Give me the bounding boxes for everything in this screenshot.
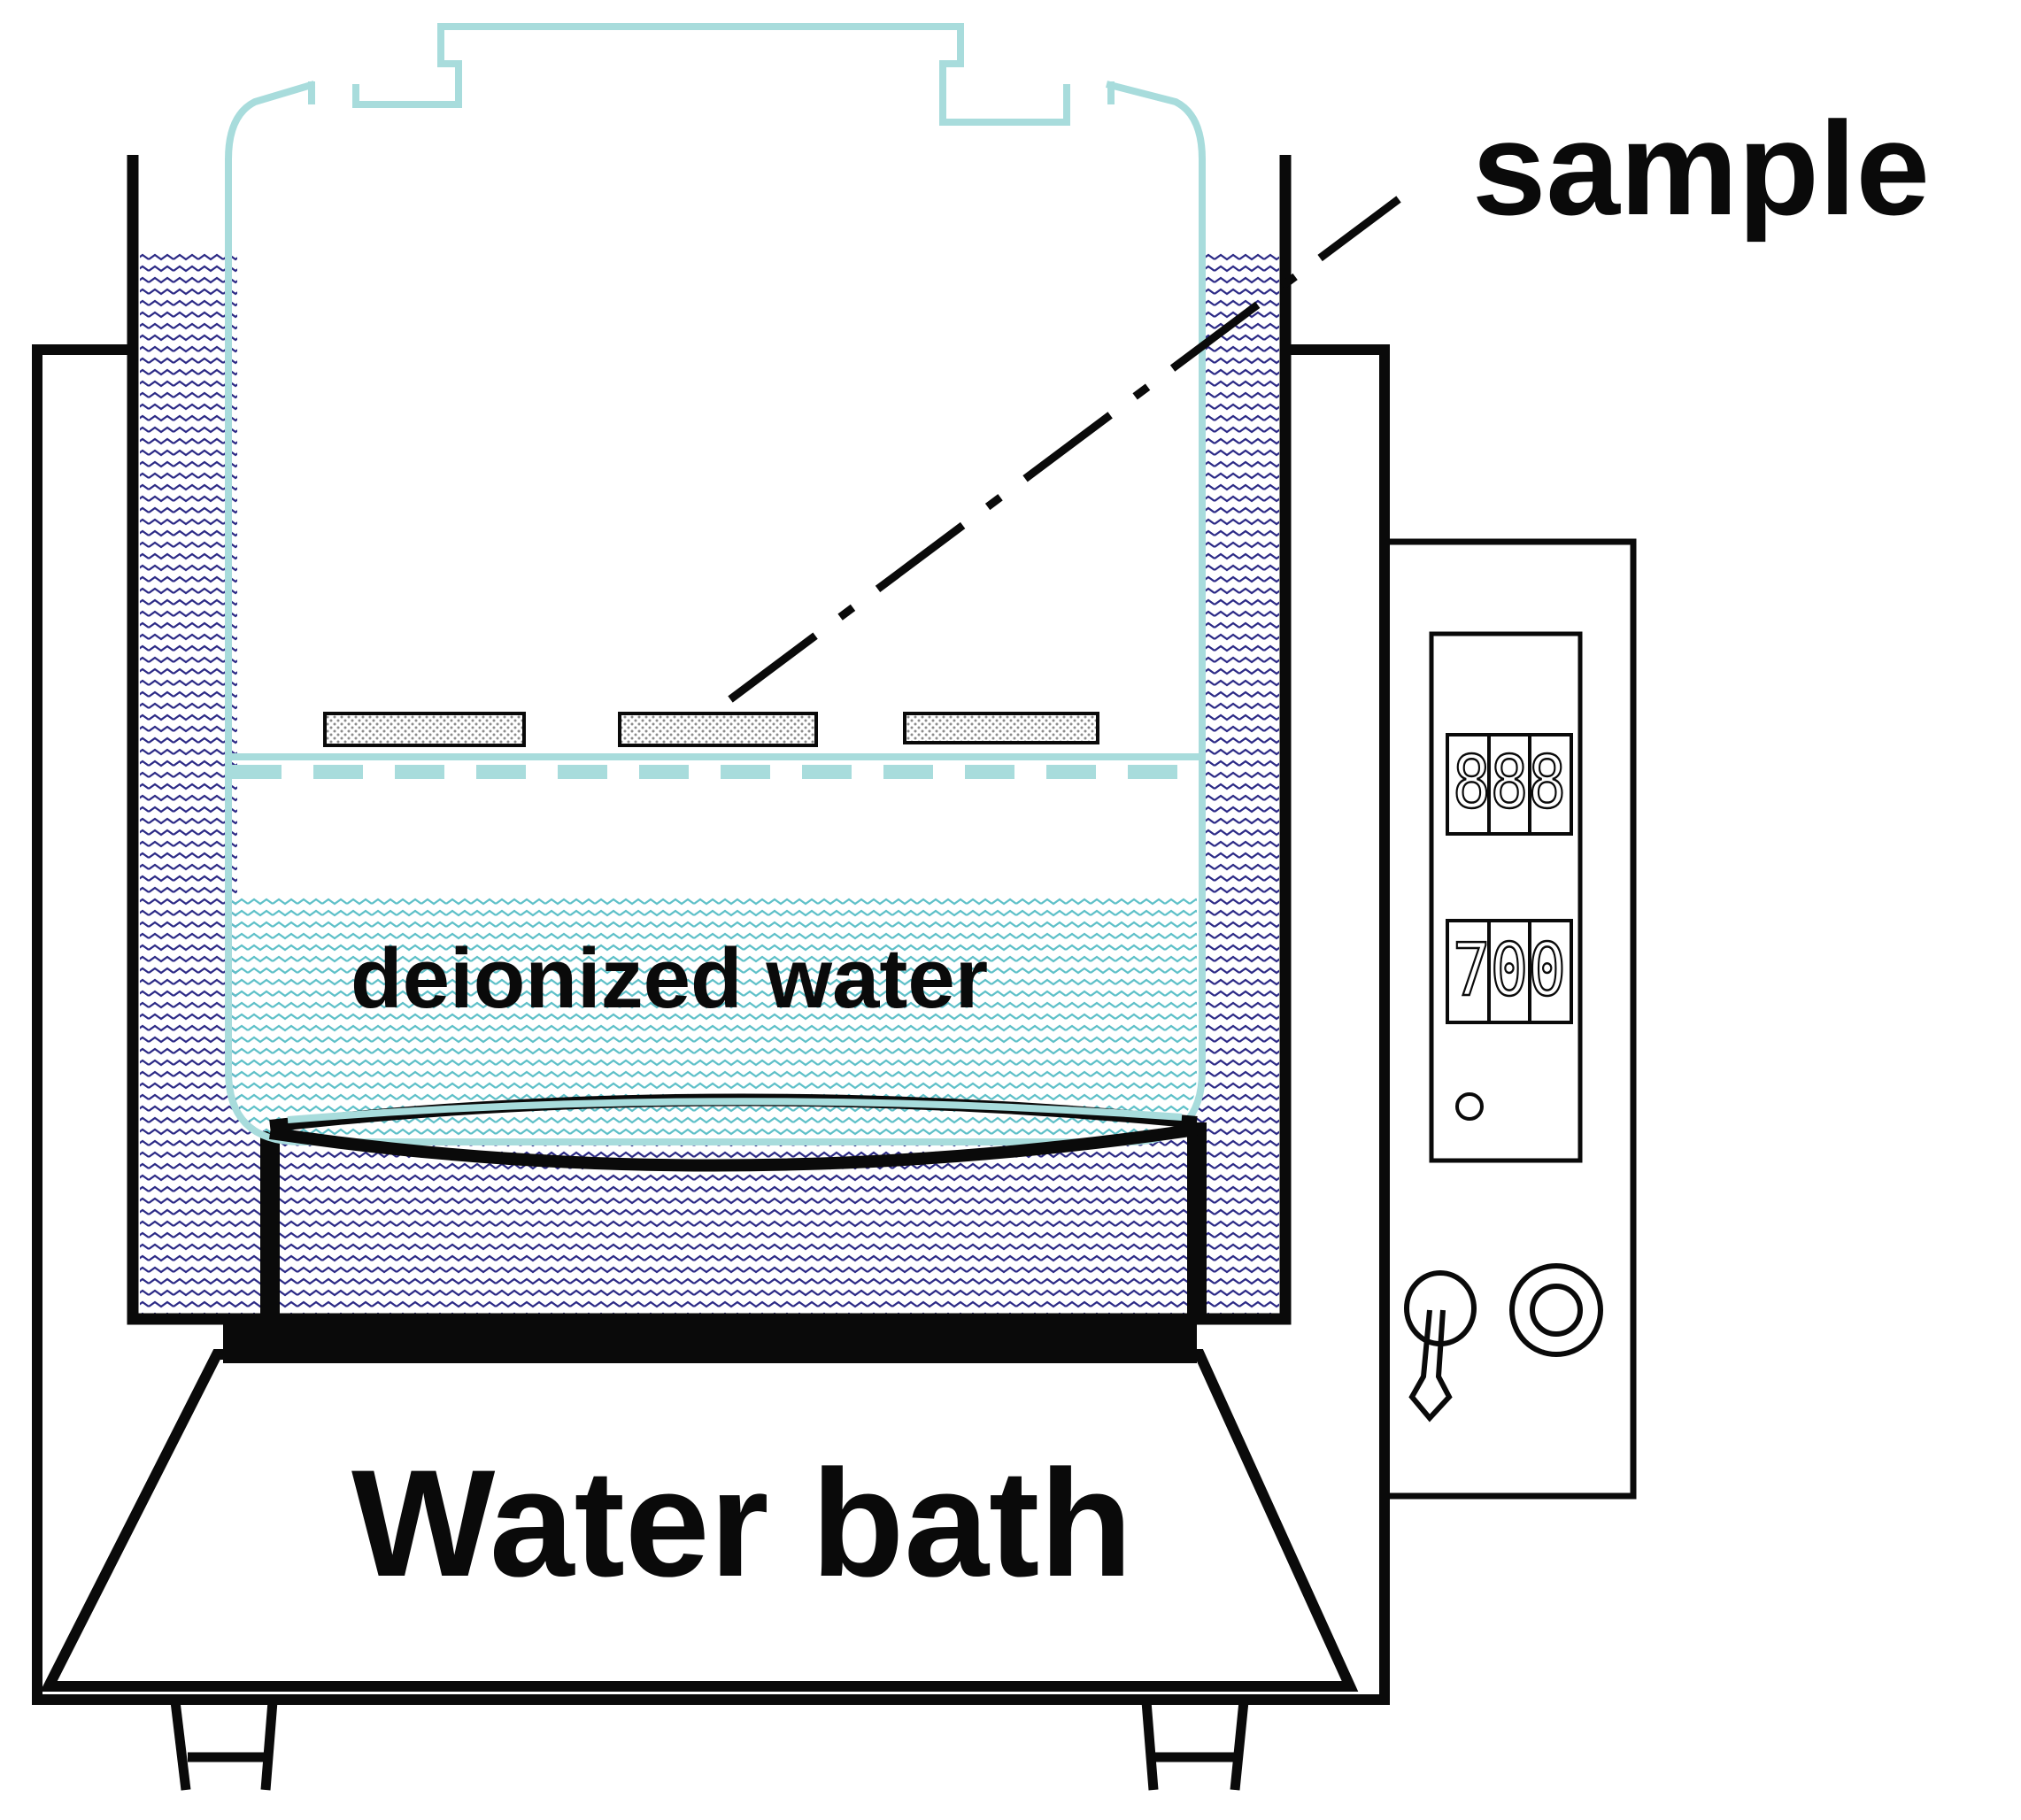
- toggle-switch[interactable]: [1404, 1270, 1477, 1423]
- control-panel-housing: [1385, 538, 1637, 1500]
- lower-display: [1446, 919, 1573, 1024]
- indicator-light: [1455, 1092, 1484, 1121]
- upper-display-readout: 888: [1453, 741, 1566, 825]
- vessel-stand: [260, 1122, 1207, 1321]
- upper-display: [1446, 733, 1573, 836]
- sample-label: sample: [1472, 94, 1930, 243]
- bath-feet: [170, 1700, 1249, 1791]
- control-panel: 888 700: [1385, 538, 1637, 1500]
- samples: [323, 712, 1099, 747]
- sample-piece-right: [903, 712, 1099, 744]
- sample-leader-line: [728, 196, 1401, 703]
- heating-plate: [223, 1319, 1197, 1363]
- vessel-lid: [308, 23, 1115, 126]
- display-frame: [1429, 631, 1583, 1163]
- sample-piece-left: [323, 712, 526, 747]
- sample-piece-center: [618, 712, 818, 747]
- vessel-bottom-highlight: [287, 1098, 1183, 1123]
- bath-cabinet: [32, 344, 1390, 1705]
- lower-display-readout: 700: [1453, 929, 1566, 1013]
- bath-water: [140, 252, 1279, 1315]
- water-bath-label: Water bath: [351, 1438, 1132, 1608]
- inner-water: [232, 894, 1197, 1138]
- deionized-water-label: deionized water: [351, 931, 988, 1026]
- vessel-bottom-rim: [268, 1123, 1199, 1172]
- power-knob[interactable]: [1509, 1263, 1603, 1357]
- vessel: [225, 23, 1206, 1172]
- vessel-body: [225, 81, 1206, 1145]
